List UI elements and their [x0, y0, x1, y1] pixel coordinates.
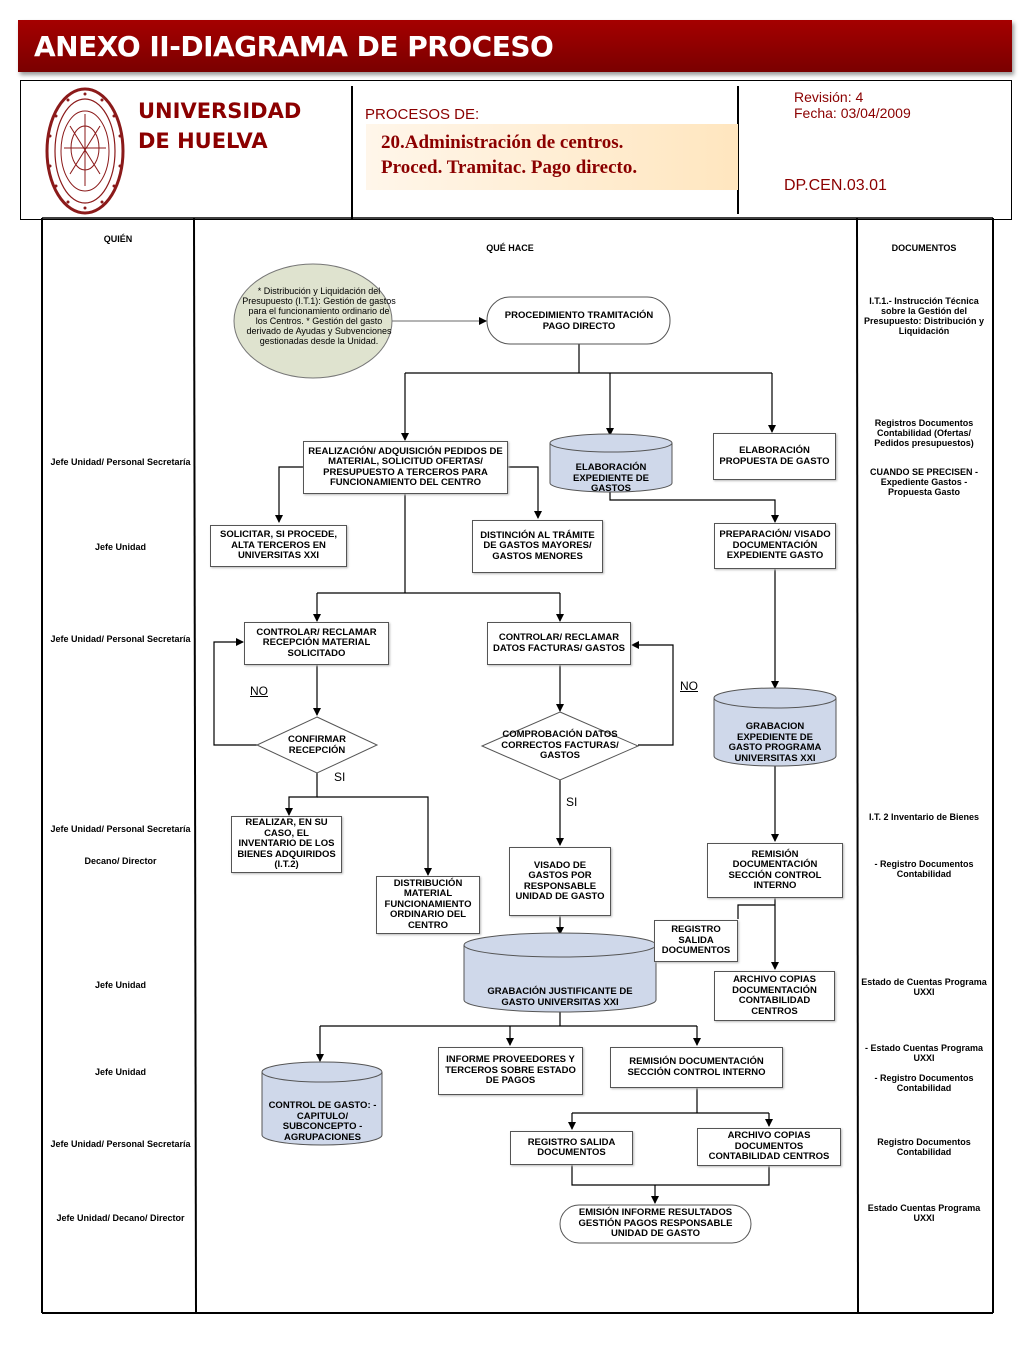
decision-confirmar-recepcion: CONFIRMAR RECEPCIÓN	[287, 734, 347, 756]
node-grabacion-justificante: GRABACIÓN JUSTIFICANTE DE GASTO UNIVERSI…	[487, 986, 633, 1008]
university-name: UNIVERSIDAD DE HUELVA	[138, 99, 302, 153]
document-6: Estado de Cuentas Programa UXXI	[861, 977, 987, 997]
node-elaboracion-propuesta: ELABORACIÓN PROPUESTA DE GASTO	[713, 433, 836, 480]
who-row-7: Jefe Unidad	[94, 1067, 146, 1077]
who-row-5: Decano/ Director	[84, 856, 157, 866]
node-registro-salida-1: REGISTRO SALIDA DOCUMENTOS	[654, 920, 738, 962]
document-7: - Estado Cuentas Programa UXXI	[864, 1043, 984, 1063]
decision-comprobacion: COMPROBACIÓN DATOS CORRECTOS FACTURAS/ G…	[501, 729, 619, 761]
label-si-right: SI	[566, 795, 578, 809]
node-controlar-facturas: CONTROLAR/ RECLAMAR DATOS FACTURAS/ GAST…	[487, 622, 631, 665]
label-si-left: SI	[334, 770, 346, 784]
start-node: PROCEDIMIENTO TRAMITACIÓN PAGO DIRECTO	[504, 310, 654, 332]
end-node-emision-informe: EMISIÓN INFORME RESULTADOS GESTIÓN PAGOS…	[578, 1207, 733, 1239]
revision: Revisión: 4	[794, 89, 864, 105]
node-elaboracion-expediente: ELABORACIÓN EXPEDIENTE DE GASTOS	[572, 462, 650, 494]
node-preparacion: PREPARACIÓN/ VISADO DOCUMENTACIÓN EXPEDI…	[714, 523, 836, 569]
document-5: - Registro Documentos Contabilidad	[874, 859, 974, 879]
node-visado: VISADO DE GASTOS POR RESPONSABLE UNIDAD …	[509, 847, 611, 916]
column-header-what: QUÉ HACE	[486, 243, 534, 253]
process-title-line1: 20.Administración de centros.	[381, 132, 624, 153]
process-title: 20.Administración de centros. Proced. Tr…	[381, 130, 741, 180]
node-remision-control-interno-1: REMISIÓN DOCUMENTACIÓN SECCIÓN CONTROL I…	[707, 843, 843, 898]
column-header-documents: DOCUMENTOS	[891, 243, 957, 253]
node-grabacion-expediente: GRABACION EXPEDIENTE DE GASTO PROGRAMA U…	[728, 721, 822, 764]
who-row-6: Jefe Unidad	[94, 980, 146, 990]
document-2: Registros Documentos Contabilidad (Ofert…	[874, 418, 974, 448]
column-header-who: QUIÉN	[103, 234, 133, 244]
header-divider-1	[351, 86, 353, 220]
revision-info: Revisión: 4 Fecha: 03/04/2009	[794, 89, 911, 121]
who-row-8: Jefe Unidad/ Personal Secretaría	[50, 1139, 191, 1149]
who-row-1: Jefe Unidad/ Personal Secretaría	[50, 457, 191, 467]
node-registro-salida-2: REGISTRO SALIDA DOCUMENTOS	[510, 1131, 633, 1165]
node-solicitar-alta: SOLICITAR, SI PROCEDE, ALTA TERCEROS EN …	[210, 525, 347, 567]
document-1: I.T.1.- Instrucción Técnica sobre la Ges…	[863, 296, 985, 336]
who-row-3: Jefe Unidad/ Personal Secretaría	[50, 634, 191, 644]
header-box	[20, 80, 1012, 220]
node-informe-proveedores: INFORME PROVEEDORES Y TERCEROS SOBRE EST…	[438, 1047, 583, 1095]
page-title: ANEXO II-DIAGRAMA DE PROCESO	[34, 30, 554, 63]
revision-date: Fecha: 03/04/2009	[794, 105, 911, 121]
node-archivo-copias-2: ARCHIVO COPIAS DOCUMENTOS CONTABILIDAD C…	[697, 1128, 841, 1166]
document-10: Estado Cuentas Programa UXXI	[867, 1203, 981, 1223]
document-9: Registro Documentos Contabilidad	[877, 1137, 971, 1157]
node-archivo-copias-1: ARCHIVO COPIAS DOCUMENTACIÓN CONTABILIDA…	[714, 971, 835, 1021]
scope-note: * Distribución y Liquidación del Presupu…	[242, 286, 396, 346]
document-code: DP.CEN.03.01	[784, 177, 887, 194]
node-controlar-recepcion: CONTROLAR/ RECLAMAR RECEPCIÓN MATERIAL S…	[244, 622, 389, 665]
label-no-right: NO	[680, 679, 698, 693]
document-4: I.T. 2 Inventario de Bienes	[868, 812, 980, 822]
node-distribucion-material: DISTRIBUCIÓN MATERIAL FUNCIONAMIENTO ORD…	[376, 876, 480, 934]
node-realizar-inventario: REALIZAR, EN SU CASO, EL INVENTARIO DE L…	[231, 816, 342, 873]
node-control-gasto: CONTROL DE GASTO: - CAPITULO/ SUBCONCEPT…	[268, 1100, 377, 1143]
who-row-9: Jefe Unidad/ Decano/ Director	[56, 1213, 185, 1223]
process-label: PROCESOS DE:	[365, 106, 480, 123]
document-8: - Registro Documentos Contabilidad	[874, 1073, 974, 1093]
node-remision-control-interno-2: REMISIÓN DOCUMENTACIÓN SECCIÓN CONTROL I…	[610, 1047, 783, 1088]
process-title-background	[366, 124, 738, 190]
process-title-line2: Proced. Tramitac. Pago directo.	[381, 157, 638, 178]
university-seal-logo	[45, 87, 125, 215]
who-row-4: Jefe Unidad/ Personal Secretaría	[50, 824, 191, 834]
who-row-2: Jefe Unidad	[94, 542, 146, 552]
title-bar	[18, 20, 1012, 72]
node-distincion: DISTINCIÓN AL TRÁMITE DE GASTOS MAYORES/…	[472, 520, 603, 573]
document-3: CUANDO SE PRECISEN - Expediente Gastos -…	[869, 467, 978, 497]
node-realizacion: REALIZACIÓN/ ADQUISICIÓN PEDIDOS DE MATE…	[303, 441, 508, 494]
label-no-left: NO	[250, 684, 268, 698]
